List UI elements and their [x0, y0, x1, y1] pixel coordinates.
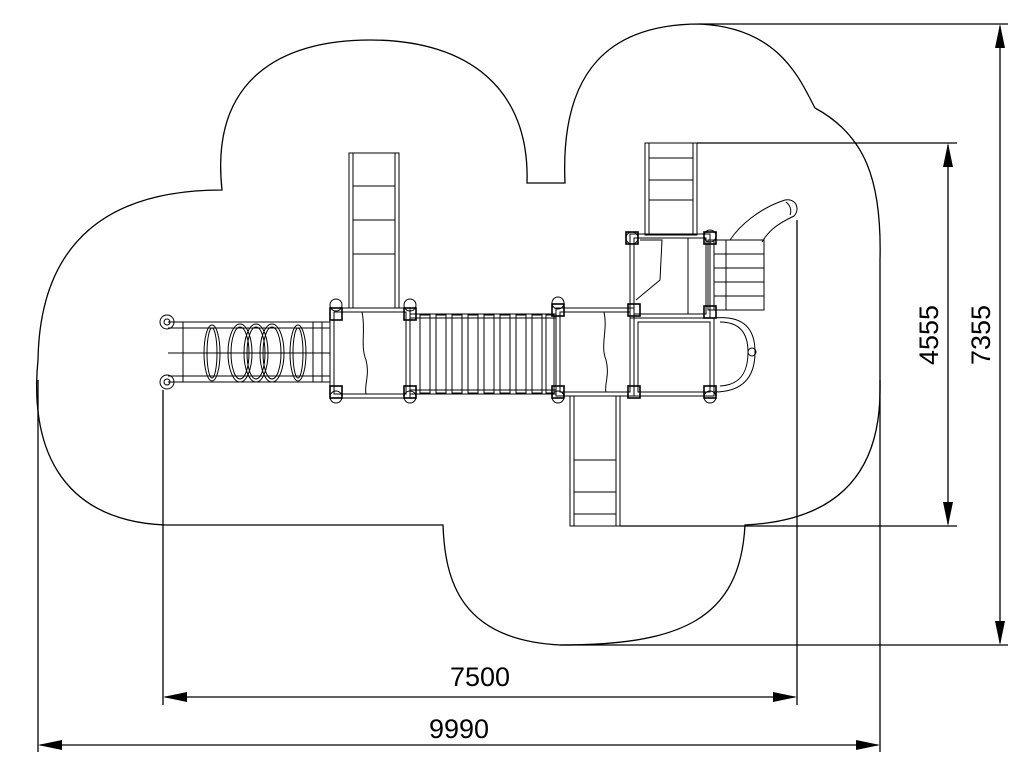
- arrow-head: [943, 143, 953, 167]
- tube-slide: [729, 199, 798, 243]
- arrow-head: [38, 740, 62, 750]
- dim-text-overall-depth: 7355: [966, 305, 996, 365]
- side-climber: [707, 239, 765, 311]
- ring-ladder: [159, 314, 330, 390]
- post-icon: [159, 374, 175, 390]
- dim-text-overall-width: 9990: [429, 714, 489, 744]
- left-platform: [329, 298, 417, 404]
- arrow-head: [163, 692, 187, 702]
- ring-icon: [203, 324, 221, 382]
- arrow-head: [995, 621, 1005, 645]
- top-left-slide: [348, 152, 400, 309]
- ring-icon: [227, 323, 253, 383]
- ring-icon: [289, 324, 307, 382]
- bridge: [410, 313, 556, 395]
- tower: [625, 229, 717, 319]
- arrow-head: [773, 692, 797, 702]
- arrow-head: [995, 24, 1005, 48]
- dim-text-equipment-width: 7500: [450, 662, 510, 692]
- arrow-head: [943, 502, 953, 526]
- post-icon: [159, 314, 175, 330]
- arrow-head: [856, 740, 880, 750]
- safety-zone-outline: [35, 23, 881, 646]
- ring-icon: [243, 323, 269, 383]
- playground-equipment: [159, 142, 798, 527]
- right-platform: [633, 305, 757, 404]
- bottom-stair: [569, 395, 621, 527]
- dim-text-equipment-depth: 4555: [914, 305, 944, 365]
- middle-platform: [551, 296, 641, 404]
- top-right-stair: [644, 142, 698, 236]
- ring-icon: [259, 323, 285, 383]
